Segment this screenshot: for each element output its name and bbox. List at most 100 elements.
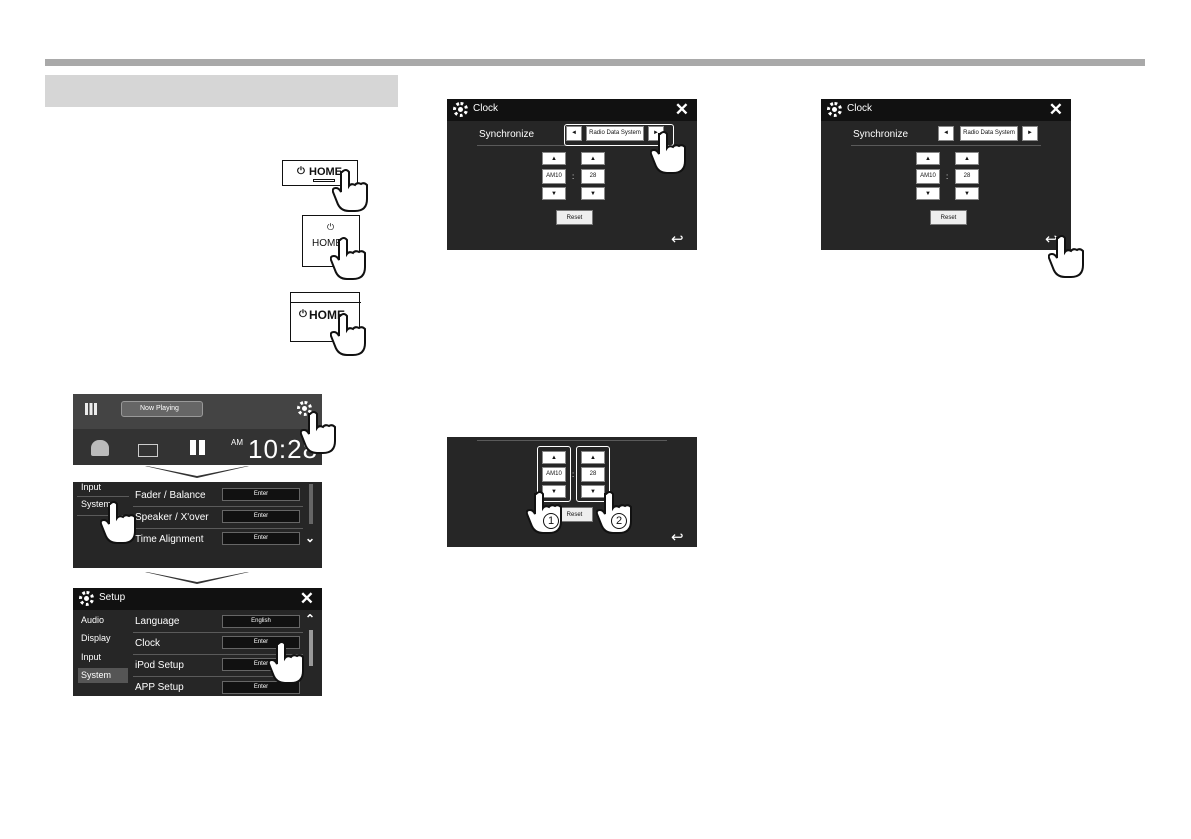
- synchronize-label: Synchronize: [479, 129, 535, 140]
- clock-screen-sync: Clock ✕ Synchronize ◄ Radio Data System …: [447, 99, 697, 250]
- hour-value: AM10: [916, 169, 940, 184]
- clock-header: [821, 99, 1071, 121]
- now-playing-label: Now Playing: [140, 405, 179, 412]
- back-arrow-icon[interactable]: ↩: [1045, 231, 1058, 248]
- hand-pointer-icon: [649, 130, 690, 174]
- section-heading-box: [45, 75, 398, 107]
- enter-button[interactable]: Enter: [222, 488, 300, 501]
- sync-prev-button[interactable]: ◄: [566, 126, 582, 141]
- home-label: HOME: [312, 238, 342, 249]
- time-separator: :: [572, 172, 575, 181]
- back-arrow-icon[interactable]: ↩: [671, 231, 684, 248]
- divider: [77, 515, 129, 516]
- hand-pointer-icon: [331, 168, 372, 212]
- grid-icon[interactable]: [190, 440, 205, 455]
- hand-pointer-icon: [1047, 234, 1088, 278]
- hour-down-button[interactable]: ▼: [916, 187, 940, 200]
- minute-down-button[interactable]: ▼: [955, 187, 979, 200]
- enter-button[interactable]: Enter: [222, 532, 300, 545]
- home-indicator-bar: [313, 179, 335, 182]
- scrollbar[interactable]: [309, 630, 313, 666]
- side-item-system[interactable]: System: [81, 670, 112, 680]
- minute-down-button[interactable]: ▼: [581, 187, 605, 200]
- row-ipod-setup: iPod Setup: [135, 660, 184, 671]
- divider: [133, 528, 303, 529]
- hour-up-button[interactable]: ▲: [542, 152, 566, 165]
- minute-up-button[interactable]: ▲: [581, 152, 605, 165]
- row-time-alignment: Time Alignment: [135, 534, 204, 545]
- clock-title: Clock: [847, 103, 873, 114]
- hand-pointer-icon: [329, 312, 370, 356]
- side-item-display[interactable]: Display: [81, 633, 111, 643]
- settings-gear-icon: [827, 102, 842, 117]
- hour-up-button[interactable]: ▲: [916, 152, 940, 165]
- side-item-system-active[interactable]: [78, 668, 128, 683]
- hour-down-button[interactable]: ▼: [542, 187, 566, 200]
- reset-button[interactable]: Reset: [556, 210, 593, 225]
- enter-button[interactable]: Enter: [222, 681, 300, 694]
- chevron-up-icon[interactable]: ⌃: [305, 612, 316, 626]
- power-icon: ⏻: [297, 166, 305, 177]
- clock-header: [447, 99, 697, 121]
- bevel-line: [291, 293, 361, 303]
- divider: [133, 632, 303, 633]
- setup-title: Setup: [99, 592, 126, 603]
- sync-highlight: [564, 124, 674, 146]
- row-language: Language: [135, 616, 180, 627]
- step-number-1: 1: [543, 513, 559, 529]
- chevron-down-icon[interactable]: ⌄: [305, 531, 316, 545]
- close-icon[interactable]: ✕: [1048, 100, 1063, 119]
- down-arrow-icon: [145, 572, 249, 584]
- down-arrow-icon: [145, 466, 249, 478]
- minute-value: 28: [581, 467, 605, 482]
- side-item-input[interactable]: Input: [81, 652, 102, 662]
- divider: [133, 654, 303, 655]
- home-label: HOME: [309, 308, 345, 322]
- language-button[interactable]: English: [222, 615, 300, 628]
- hour-value: AM10: [542, 169, 566, 184]
- back-arrow-icon[interactable]: ↩: [671, 529, 684, 546]
- reset-button[interactable]: Reset: [930, 210, 967, 225]
- sync-prev-button[interactable]: ◄: [938, 126, 954, 141]
- clock-title: Clock: [473, 103, 499, 114]
- settings-gear-icon[interactable]: [297, 401, 312, 416]
- apps-grid-icon[interactable]: [85, 403, 97, 415]
- enter-button[interactable]: Enter: [222, 510, 300, 523]
- minute-up-button[interactable]: ▲: [581, 451, 605, 464]
- minute-down-button[interactable]: ▼: [581, 485, 605, 498]
- side-item-system[interactable]: System: [81, 499, 112, 509]
- home-screen: Now Playing AM 10:28: [73, 394, 322, 465]
- clock-adjust-screen: ▲ AM10 ▼ : ▲ 28 ▼ Reset ↩: [447, 437, 697, 547]
- hand-pointer-icon: [299, 410, 340, 454]
- close-icon[interactable]: ✕: [299, 589, 314, 608]
- home-label: HOME: [309, 166, 342, 178]
- now-playing-tab[interactable]: Now Playing: [121, 401, 203, 417]
- scrollbar[interactable]: [309, 484, 313, 524]
- sync-value: Radio Data System: [586, 126, 644, 141]
- clock-screen-back: Clock ✕ Synchronize ◄ Radio Data System …: [821, 99, 1071, 250]
- hand-pointer-icon: [329, 236, 370, 280]
- hand-pointer-icon: [99, 500, 140, 544]
- hour-value: AM10: [542, 467, 566, 482]
- setup-header: [73, 588, 322, 610]
- side-item-audio[interactable]: Audio: [81, 615, 105, 625]
- minute-up-button[interactable]: ▲: [955, 152, 979, 165]
- sync-next-button[interactable]: ►: [1022, 126, 1038, 141]
- sync-value: Radio Data System: [960, 126, 1018, 141]
- side-item-input[interactable]: Input: [81, 482, 102, 492]
- audio-menu-screen: Input System Fader / Balance Enter Speak…: [73, 482, 322, 568]
- minute-highlight: [576, 446, 610, 502]
- am-indicator: AM: [231, 438, 243, 447]
- android-auto-icon[interactable]: [91, 440, 109, 456]
- row-app-setup: APP Setup: [135, 682, 184, 693]
- row-clock: Clock: [135, 638, 161, 649]
- step-number-2: 2: [611, 513, 627, 529]
- minute-value: 28: [955, 169, 979, 184]
- hour-down-button[interactable]: ▼: [542, 485, 566, 498]
- radio-icon[interactable]: [138, 444, 158, 457]
- close-icon[interactable]: ✕: [674, 100, 689, 119]
- reset-button[interactable]: Reset: [556, 507, 593, 522]
- divider: [133, 676, 303, 677]
- header-rule: [45, 59, 1145, 66]
- hour-up-button[interactable]: ▲: [542, 451, 566, 464]
